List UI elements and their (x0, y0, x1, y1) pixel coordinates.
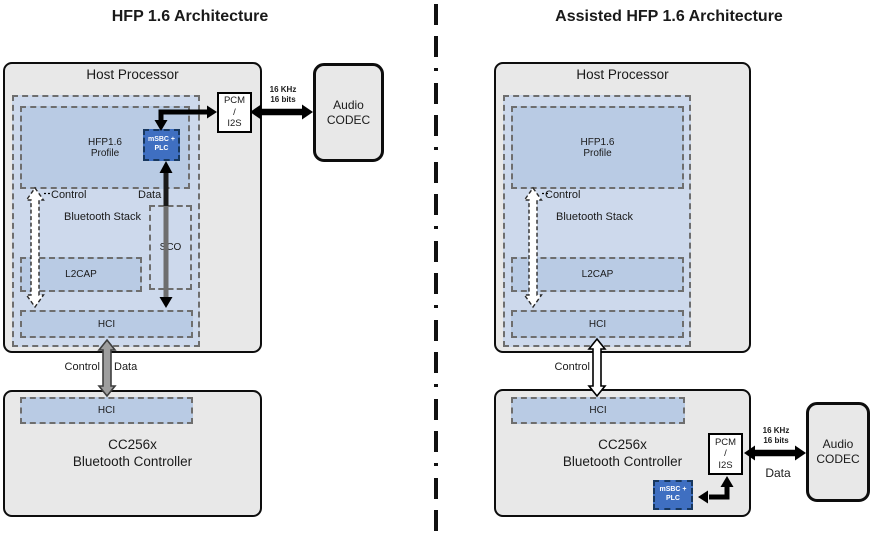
left-rate-label: 16 KHz 16 bits (269, 85, 297, 104)
right-controller-name-label: CC256x Bluetooth Controller (562, 437, 683, 469)
left-link-data-label: Data (114, 361, 138, 373)
right-pcm-codec-arrow (744, 445, 806, 461)
left-l2cap-box: L2CAP (20, 257, 142, 292)
left-stack-control-label: Control (51, 189, 87, 201)
right-controller-hci-box: HCI (511, 397, 685, 424)
right-diagram-title: Assisted HFP 1.6 Architecture (555, 8, 783, 25)
right-hfp-profile-box: HFP1.6 Profile (511, 106, 684, 189)
left-bluetooth-stack-label: Bluetooth Stack (64, 211, 142, 223)
left-host-hci-box: HCI (20, 310, 193, 338)
left-link-control-label: Control (64, 361, 100, 373)
right-link-control-label: Control (554, 361, 590, 373)
center-divider-line (434, 4, 438, 531)
right-stack-control-label: Control (545, 189, 581, 201)
left-sco-box: SCO (149, 205, 192, 290)
right-host-hci-box: HCI (511, 310, 684, 338)
left-controller-hci-box: HCI (20, 397, 193, 424)
right-msbc-plc-box: mSBC + PLC (653, 480, 693, 510)
right-pcm-i2s-box: PCM / I2S (708, 433, 743, 475)
right-rate-label: 16 KHz 16 bits (762, 426, 790, 445)
left-diagram-title: HFP 1.6 Architecture (111, 8, 269, 25)
left-host-processor-label: Host Processor (86, 67, 179, 82)
right-bluetooth-stack-label: Bluetooth Stack (556, 211, 634, 223)
right-l2cap-box: L2CAP (511, 257, 684, 292)
left-pcm-i2s-box: PCM / I2S (217, 92, 252, 133)
right-host-processor-label: Host Processor (576, 67, 669, 82)
left-msbc-plc-box: mSBC + PLC (143, 129, 180, 161)
left-audio-codec-box: Audio CODEC (313, 63, 384, 162)
left-stack-data-label: Data (138, 189, 162, 201)
right-data-label: Data (765, 466, 791, 480)
left-controller-name-label: CC256x Bluetooth Controller (72, 437, 193, 469)
right-audio-codec-box: Audio CODEC (806, 402, 870, 502)
